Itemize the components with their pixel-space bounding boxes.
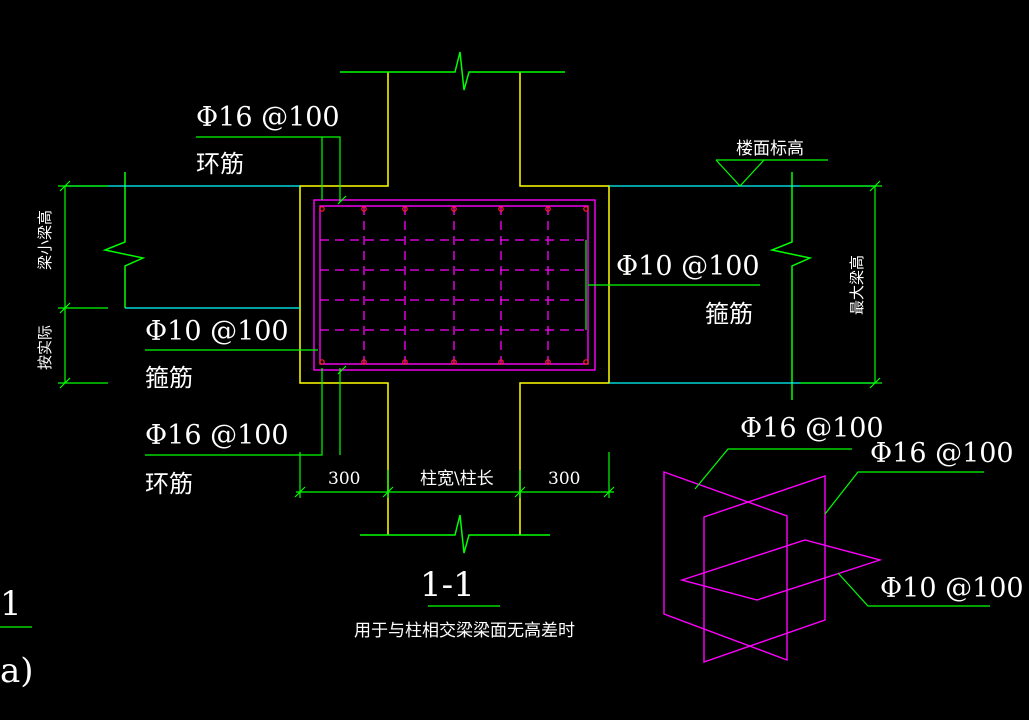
dimension-lines [0,180,882,628]
right-name: 箍筋 [705,300,753,328]
mid-left-name: 箍筋 [145,364,193,392]
edge-letter: a) [0,651,34,691]
edge-number: 1 [0,584,22,624]
mid-left-spec: Φ10 @100 [145,316,289,347]
rebar-dots [319,206,589,365]
dim-right: 300 [548,469,580,489]
top-left-name: 环筋 [196,150,244,178]
right-spec: Φ10 @100 [616,251,760,282]
iso-right-top-spec: Φ16 @100 [870,438,1014,469]
left-vert-bot-label: 按实际 [36,325,54,370]
leader-lines [145,136,760,456]
bot-left-name: 环筋 [145,470,193,498]
section-id: 1-1 [420,565,475,605]
rebar-grid [320,206,588,364]
bot-left-spec: Φ16 @100 [145,420,289,451]
section-caption: 用于与柱相交梁梁面无高差时 [354,621,575,641]
iso-sketch [663,471,883,663]
iso-right-bot-spec: Φ10 @100 [880,573,1024,604]
dim-mid: 柱宽\柱长 [420,469,494,489]
dim-left: 300 [328,469,360,489]
top-left-spec: Φ16 @100 [196,102,340,133]
right-vert-label: 最大梁高 [848,255,866,315]
elevation-symbol [715,159,828,187]
iso-top-spec: Φ16 @100 [740,413,884,444]
break-lines [102,51,813,554]
left-vert-top-label: 梁小梁高 [36,210,54,270]
iso-leaders [694,448,990,607]
floor-elevation-label: 楼面标高 [736,139,804,159]
